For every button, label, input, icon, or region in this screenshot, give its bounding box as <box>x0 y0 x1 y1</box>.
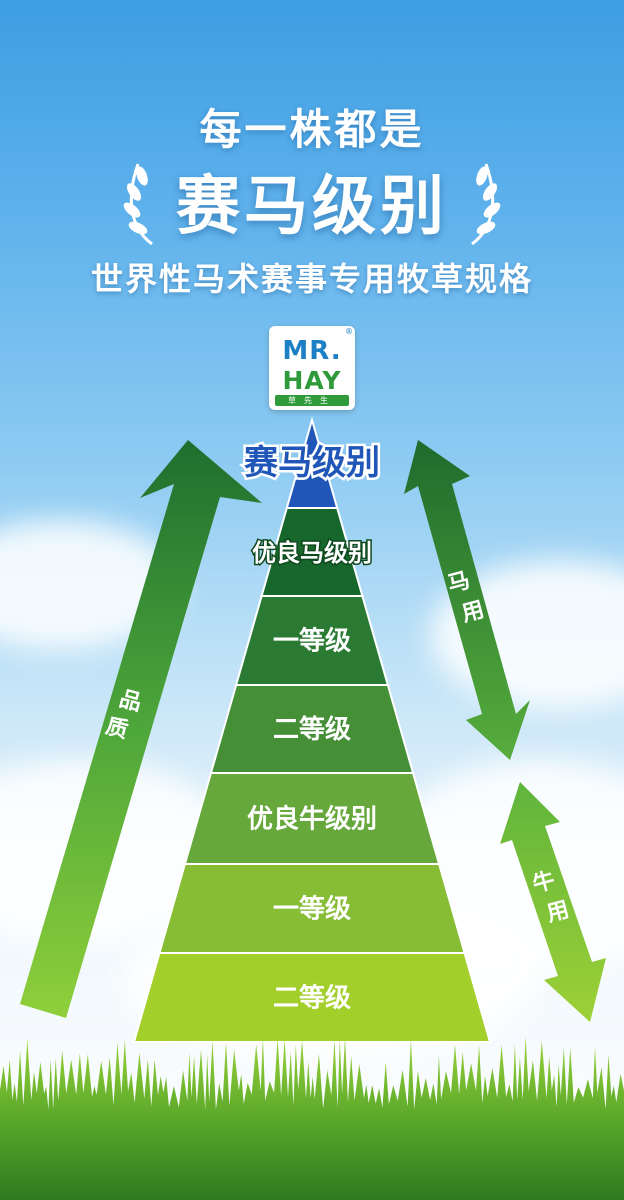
logo-text-bottom: 草先生 <box>275 395 349 406</box>
pyramid-tier-label: 二等级 <box>273 983 351 1014</box>
laurel-left-icon <box>123 163 153 246</box>
registered-mark: ® <box>345 327 353 336</box>
brand-logo: ® MR. HAY 草先生 <box>269 326 355 410</box>
logo-text-top: MR. <box>282 336 342 366</box>
laurel-right-icon <box>471 163 501 246</box>
quality-arrow <box>20 440 262 1018</box>
pyramid-tier-label: 赛马级别 <box>244 443 380 483</box>
pyramid <box>132 416 492 1043</box>
cattle-use-label: 牛 用 <box>530 865 574 929</box>
headline-line-2: 赛马级别 <box>176 170 448 244</box>
pyramid-tier-label: 优良牛级别 <box>247 804 377 835</box>
pyramid-tier-label: 二等级 <box>273 714 351 745</box>
logo-text-middle: HAY <box>282 366 342 395</box>
quality-arrow-label: 品 质 <box>103 685 152 747</box>
headline-line-1: 每一株都是 <box>199 105 425 154</box>
pyramid-tier-label: 优良马级别 <box>252 539 372 567</box>
horse-use-arrow <box>404 440 530 760</box>
grass-foreground <box>0 1036 624 1200</box>
subtitle: 世界性马术赛事专用牧草规格 <box>90 260 533 298</box>
cattle-use-arrow <box>500 782 606 1022</box>
pyramid-tier <box>132 952 492 1043</box>
pyramid-tier-label: 一等级 <box>273 894 351 925</box>
pyramid-tier-label: 一等级 <box>273 626 351 657</box>
